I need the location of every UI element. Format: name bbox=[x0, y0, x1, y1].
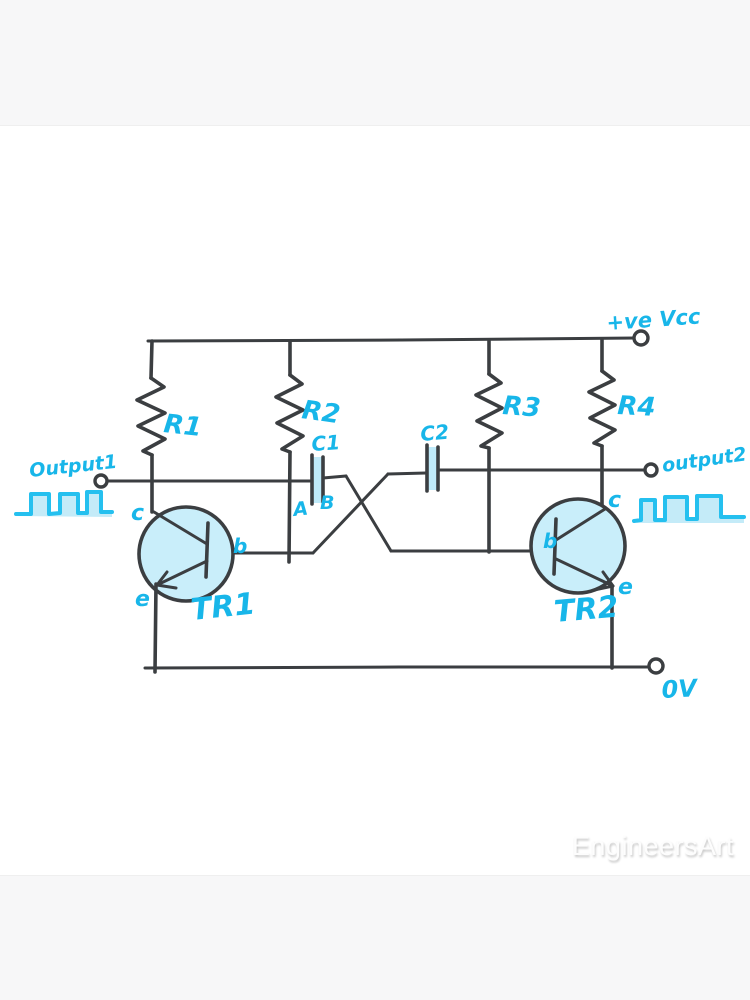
tr1-base-bar bbox=[204, 521, 210, 579]
supply-rail: +ve Vcc bbox=[146, 304, 702, 347]
tr2-emitter-arrow bbox=[592, 570, 615, 592]
output1-terminal bbox=[93, 473, 109, 489]
c2-to-tr1-base-diagonal bbox=[311, 472, 390, 555]
resistor-r3: R3 bbox=[474, 339, 542, 554]
vcc-terminal bbox=[632, 329, 650, 347]
output2-label: output2 bbox=[661, 443, 748, 477]
tr2-emitter-line bbox=[554, 557, 615, 588]
tr2-base-label: b bbox=[543, 529, 557, 553]
cross-coupling-wires bbox=[229, 471, 556, 555]
tr1-body bbox=[137, 505, 235, 603]
transistor-tr2: c b e TR2 bbox=[529, 488, 633, 670]
top-letterbox-band bbox=[0, 0, 750, 126]
capacitor-c1-label: C1 bbox=[311, 430, 341, 456]
watermark: EngineersArt bbox=[571, 831, 734, 861]
tr1-emitter-line bbox=[155, 559, 209, 587]
tr1-emitter-label: e bbox=[135, 587, 150, 612]
tr2-collector-label: c bbox=[608, 488, 621, 513]
vcc-label: +ve Vcc bbox=[606, 304, 702, 335]
output1-branch: Output1 bbox=[14, 451, 313, 517]
bottom-letterbox-band bbox=[0, 875, 750, 1000]
ground-rail: 0V bbox=[143, 657, 700, 704]
tr1-collector-label: c bbox=[131, 501, 144, 526]
tr1-label: TR1 bbox=[189, 586, 257, 628]
ground-label: 0V bbox=[661, 674, 700, 704]
capacitor-c1: C1 A B bbox=[290, 430, 348, 522]
c1-to-tr2-base-diagonal bbox=[344, 474, 393, 553]
output2-waveform-fill bbox=[634, 496, 744, 523]
capacitor-c2-label: C2 bbox=[419, 420, 450, 446]
resistor-r2: R2 bbox=[274, 339, 342, 564]
output1-waveform bbox=[14, 490, 114, 516]
c1-plate-a-label: A bbox=[290, 498, 309, 522]
tr1-base-label: b bbox=[233, 534, 247, 558]
tr1-collector-line bbox=[152, 510, 209, 546]
capacitor-c2: C2 bbox=[419, 420, 450, 493]
resistor-r1: R1 bbox=[135, 339, 203, 514]
tr1-emitter-lead bbox=[153, 582, 158, 674]
tr2-label: TR2 bbox=[553, 589, 620, 629]
resistor-r2-label: R2 bbox=[300, 395, 342, 430]
resistor-r1-label: R1 bbox=[162, 409, 203, 443]
resistor-r4: R4 bbox=[587, 338, 657, 510]
tr1-emitter-arrow bbox=[155, 570, 178, 590]
output2-waveform bbox=[632, 494, 746, 523]
tr2-emitter-label: e bbox=[618, 575, 633, 600]
resistor-r3-label: R3 bbox=[502, 391, 542, 424]
output2-terminal bbox=[643, 462, 659, 478]
ground-terminal bbox=[647, 657, 665, 675]
c2-left-stub bbox=[386, 471, 428, 476]
transistor-tr1: c b e TR1 bbox=[131, 501, 257, 674]
tr2-base-bar bbox=[552, 517, 558, 576]
resistor-r4-label: R4 bbox=[617, 391, 657, 423]
tr2-collector-line bbox=[554, 507, 607, 542]
c1-plate-b-label: B bbox=[320, 492, 334, 514]
